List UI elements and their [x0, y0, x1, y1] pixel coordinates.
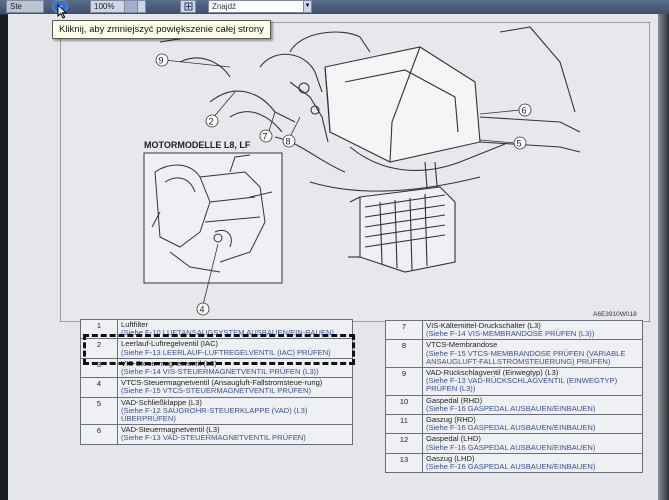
- viewer-toolbar: Ste − 100% Znajdź ▼: [0, 0, 669, 15]
- table-row: 2 Leerlauf-Luftregelventil (IAC)(Siehe F…: [80, 338, 353, 359]
- part-name: VAD-Steuermagnetventil (L3): [121, 425, 220, 435]
- part-cell: VAD-Rückschlagventil (Einwegtyp) (L3)(Si…: [422, 367, 643, 396]
- part-number: 6: [80, 424, 118, 445]
- part-cell: Luftfilter(Siehe F‑10 LUFTANSAUGSYSTEM A…: [117, 318, 353, 340]
- parts-table-right: 7 VIS-Kältemittel-Druckschalter (L3)(Sie…: [385, 319, 643, 474]
- part-name: VAD-Schließklappe (L3): [121, 397, 202, 407]
- part-cell: VTCS-Steuermagnetventil (Ansaugluft-Fall…: [117, 377, 353, 398]
- callout-label: 8: [286, 137, 291, 147]
- table-row: 5 VAD-Schließklappe (L3)(Siehe F‑12 SAUG…: [80, 396, 353, 426]
- part-number: 12: [385, 433, 423, 454]
- part-reference-link[interactable]: (Siehe F‑14 VIS-STEUERMAGNETVENTIL PRÜFE…: [121, 367, 319, 377]
- part-number: 11: [385, 414, 423, 435]
- part-name: Gaspedal (RHD): [426, 395, 483, 405]
- table-row: 3 VIS-Steuermagnetventil (L3)(Siehe F‑14…: [80, 357, 353, 379]
- table-row: 8 VTCS-Membrandose(Siehe F‑15 VTCS-MEMBR…: [385, 339, 643, 369]
- part-number: 1: [80, 318, 118, 340]
- table-row: 10 Gaspedal (RHD)(Siehe F‑16 GASPEDAL AU…: [385, 394, 643, 416]
- part-reference-link[interactable]: (Siehe F‑13 LEERLAUF-LUFTREGELVENTIL (IA…: [121, 347, 331, 357]
- part-reference-link[interactable]: (Siehe F‑12 SAUGROHR-STEUERKLAPPE (VAD) …: [121, 405, 308, 424]
- table-row: 13 Gaszug (LHD)(Siehe F‑16 GASPEDAL AUSB…: [385, 452, 643, 474]
- part-reference-link[interactable]: (Siehe F‑16 GASPEDAL AUSBAUEN/EINBAUEN): [426, 423, 596, 433]
- table-row: 12 Gaspedal (LHD)(Siehe F‑16 GASPEDAL AU…: [385, 433, 643, 454]
- callout-label: 2: [209, 117, 214, 127]
- part-number: 8: [385, 339, 423, 369]
- zoom-out-tooltip: Kliknij, aby zmniejszyć powiększenie cał…: [52, 20, 271, 39]
- inset-label: MOTORMODELLE L8, LF: [144, 140, 251, 150]
- part-number: 7: [385, 319, 423, 341]
- part-reference-link[interactable]: (Siehe F‑16 GASPEDAL AUSBAUEN/EINBAUEN): [426, 462, 596, 472]
- part-reference-link[interactable]: (Siehe F‑15 VTCS-STEUERMAGNETVENTIL PRÜF…: [121, 386, 312, 396]
- part-name: Gaszug (RHD): [426, 415, 476, 425]
- engine-diagram: MOTORMODELLE L8, LF 9: [60, 22, 650, 322]
- callout-label: 4: [200, 305, 205, 315]
- part-number: 2: [80, 338, 118, 359]
- part-reference-link[interactable]: (Siehe F‑13 VAD-STEUERMAGNETVENTIL PRÜFE…: [121, 433, 306, 443]
- part-name: VTCS-Steuermagnetventil (Ansaugluft-Fall…: [121, 378, 323, 388]
- part-cell: Leerlauf-Luftregelventil (IAC)(Siehe F‑1…: [117, 338, 353, 359]
- part-reference-link[interactable]: (Siehe F‑10 LUFTANSAUGSYSTEM AUSBAUEN/EI…: [121, 328, 334, 338]
- part-cell: VIS-Kältemittel-Druckschalter (L3)(Siehe…: [422, 319, 643, 341]
- part-reference-link[interactable]: (Siehe F‑16 GASPEDAL AUSBAUEN/EINBAUEN): [426, 442, 596, 452]
- part-cell: Gaspedal (LHD)(Siehe F‑16 GASPEDAL AUSBA…: [422, 433, 643, 454]
- part-cell: VIS-Steuermagnetventil (L3)(Siehe F‑14 V…: [117, 357, 353, 379]
- table-row: 9 VAD-Rückschlagventil (Einwegtyp) (L3)(…: [385, 367, 643, 396]
- part-number: 13: [385, 452, 423, 474]
- part-name: Gaspedal (LHD): [426, 434, 481, 444]
- part-number: 5: [80, 396, 118, 426]
- document-page: MOTORMODELLE L8, LF 9: [8, 14, 660, 500]
- fit-page-button[interactable]: [180, 0, 196, 13]
- monitor-bezel: [658, 14, 669, 500]
- part-reference-link[interactable]: (Siehe F‑14 VIS-MEMBRANDOSE PRÜFEN (L3)): [426, 329, 595, 339]
- page-button[interactable]: Ste: [6, 0, 44, 13]
- find-options-dropdown[interactable]: ▼: [303, 0, 312, 13]
- table-row: 6 VAD-Steuermagnetventil (L3)(Siehe F‑13…: [80, 424, 353, 445]
- callout-label: 6: [522, 106, 527, 116]
- table-row: 1 Luftfilter(Siehe F‑10 LUFTANSAUGSYSTEM…: [80, 318, 353, 340]
- part-cell: VTCS-Membrandose(Siehe F‑15 VTCS-MEMBRAN…: [422, 339, 643, 369]
- parts-table-left: 1 Luftfilter(Siehe F‑10 LUFTANSAUGSYSTEM…: [80, 318, 353, 445]
- part-name: Leerlauf-Luftregelventil (IAC): [121, 339, 219, 349]
- part-number: 4: [80, 377, 118, 398]
- part-name: Gaszug (LHD): [426, 453, 475, 463]
- callout-label: 7: [263, 132, 268, 142]
- part-name: Luftfilter: [121, 320, 149, 329]
- part-reference-link[interactable]: (Siehe F‑16 GASPEDAL AUSBAUEN/EINBAUEN): [426, 403, 596, 413]
- part-reference-link[interactable]: (Siehe F‑13 VAD-RÜCKSCHLAGVENTIL (EINWEG…: [426, 376, 618, 394]
- part-cell: Gaszug (LHD)(Siehe F‑16 GASPEDAL AUSBAUE…: [422, 452, 643, 474]
- part-cell: Gaspedal (RHD)(Siehe F‑16 GASPEDAL AUSBA…: [422, 394, 643, 416]
- part-number: 10: [385, 394, 423, 416]
- part-cell: VAD-Schließklappe (L3)(Siehe F‑12 SAUGRO…: [117, 396, 353, 426]
- part-name: VIS-Kältemittel-Druckschalter (L3): [426, 321, 541, 330]
- part-number: 3: [80, 357, 118, 379]
- zoom-dropdown-icon[interactable]: [124, 0, 138, 13]
- table-row: 7 VIS-Kältemittel-Druckschalter (L3)(Sie…: [385, 319, 643, 341]
- part-name: VAD-Rückschlagventil (Einwegtyp) (L3): [426, 368, 559, 378]
- fit-page-icon: [184, 2, 193, 11]
- mouse-pointer-icon: [57, 4, 67, 19]
- part-reference-link[interactable]: (Siehe F‑15 VTCS-MEMBRANDOSE PRÜFEN (VAR…: [426, 348, 626, 366]
- table-row: 11 Gaszug (RHD)(Siehe F‑16 GASPEDAL AUSB…: [385, 414, 643, 435]
- figure-code: A6E3910W018: [593, 311, 637, 318]
- callout-label: 5: [517, 139, 522, 149]
- part-number: 9: [385, 367, 423, 396]
- part-name: VTCS-Membrandose: [426, 340, 498, 350]
- table-row: 4 VTCS-Steuermagnetventil (Ansaugluft-Fa…: [80, 377, 353, 398]
- callout-label: 9: [159, 56, 164, 66]
- part-cell: Gaszug (RHD)(Siehe F‑16 GASPEDAL AUSBAUE…: [422, 414, 643, 435]
- part-cell: VAD-Steuermagnetventil (L3)(Siehe F‑13 V…: [117, 424, 353, 445]
- find-input[interactable]: Znajdź: [208, 0, 304, 13]
- diagram-callouts: 9 2 7 8 6 5 4: [155, 53, 532, 316]
